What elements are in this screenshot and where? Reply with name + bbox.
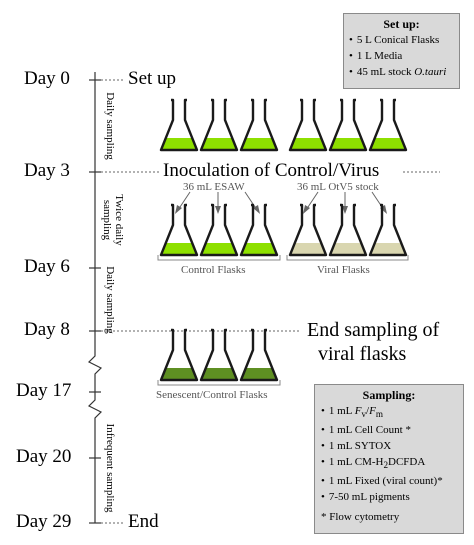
period-infrequent-sampling: Infrequent sampling (104, 423, 116, 513)
sampling-item-fvfm-prefix: 1 mL (328, 405, 355, 417)
flask-setup-5 (328, 98, 368, 152)
timeline-axis (87, 72, 103, 523)
period-twice-daily-line2: sampling (101, 199, 113, 241)
group-senescent-label: Senescent/Control Flasks (156, 389, 268, 401)
flask-outline (368, 203, 408, 257)
period-twice-daily-sampling: Twice daily sampling (101, 194, 125, 245)
sampling-item-fvfm-slash: / (366, 405, 370, 417)
flask-outline (159, 98, 199, 152)
flask-senescent-2 (199, 328, 239, 382)
flask-outline (288, 98, 328, 152)
event-inoculation: Inoculation of Control/Virus (163, 160, 380, 181)
flask-viral-3 (368, 203, 408, 257)
flask-setup-1 (159, 98, 199, 152)
day-20-label: Day 20 (16, 446, 72, 467)
sampling-item-dcfda: 1 mL CM-H2DCFDA (321, 454, 457, 473)
flask-outline (288, 203, 328, 257)
sampling-item-pigments: 7-50 mL pigments (321, 489, 457, 505)
sampling-item-fm-sub: m (375, 409, 383, 420)
sampling-box: Sampling: 1 mL Fv/Fm 1 mL Cell Count * 1… (314, 384, 464, 534)
setup-box-title: Set up: (383, 17, 420, 31)
group-brackets (157, 255, 409, 386)
flask-setup-4 (288, 98, 328, 152)
sampling-item-dcfda-prefix: 1 mL CM-H (328, 456, 384, 469)
flask-outline (368, 98, 408, 152)
flask-liquid (291, 243, 325, 254)
group-control-label: Control Flasks (181, 264, 246, 276)
flask-liquid (202, 368, 236, 379)
viral-addition-label: 36 mL OtV5 stock (297, 181, 379, 193)
flask-senescent-1 (159, 328, 199, 382)
day-29-label: Day 29 (16, 511, 72, 532)
flask-liquid (331, 243, 365, 254)
control-addition-label: 36 mL ESAW (183, 181, 245, 193)
flask-setup-2 (199, 98, 239, 152)
setup-item-flasks: 5 L Conical Flasks (349, 32, 454, 48)
flask-control-3 (239, 203, 279, 257)
sampling-item-fvfm: 1 mL Fv/Fm (321, 403, 457, 422)
setup-box-list: 5 L Conical Flasks 1 L Media 45 mL stock… (349, 32, 454, 80)
flask-liquid (162, 243, 196, 254)
day-17-label: Day 17 (16, 380, 72, 401)
sampling-item-cell-count: 1 mL Cell Count * (321, 422, 457, 438)
flask-control-2 (199, 203, 239, 257)
sampling-item-fv-sub: v (361, 409, 367, 420)
flask-liquid (242, 243, 276, 254)
flask-outline (328, 98, 368, 152)
flask-liquid (202, 138, 236, 149)
flask-outline (239, 98, 279, 152)
flask-outline (159, 328, 199, 382)
period-daily-sampling-2: Daily sampling (104, 266, 116, 334)
flask-outline (328, 203, 368, 257)
group-viral-label: Viral Flasks (317, 264, 370, 276)
flask-liquid (371, 138, 405, 149)
event-end: End (128, 511, 159, 532)
flask-outline (199, 203, 239, 257)
day-6-label: Day 6 (24, 256, 70, 277)
period-twice-daily-line1: Twice daily (113, 194, 125, 246)
flask-outline (239, 328, 279, 382)
flask-viral-2 (328, 203, 368, 257)
day-0-label: Day 0 (24, 68, 70, 89)
flask-liquid (291, 138, 325, 149)
setup-item-stock: 45 mL stock O.tauri (349, 64, 454, 80)
flask-liquid (162, 368, 196, 379)
flask-outline (199, 328, 239, 382)
flask-liquid (331, 138, 365, 149)
flask-liquid (242, 138, 276, 149)
flask-liquid (242, 368, 276, 379)
flask-setup-6 (368, 98, 408, 152)
event-end-sampling-line1: End sampling of (307, 319, 440, 341)
setup-item-stock-species: O.tauri (414, 66, 447, 78)
event-setup: Set up (128, 68, 177, 89)
flask-outline (239, 203, 279, 257)
flask-liquid (371, 243, 405, 254)
flask-setup-3 (239, 98, 279, 152)
flask-control-1 (159, 203, 199, 257)
sampling-item-sytox: 1 mL SYTOX (321, 438, 457, 454)
flask-viral-1 (288, 203, 328, 257)
sampling-item-fm: F (369, 405, 376, 417)
event-end-sampling-line2: viral flasks (318, 343, 407, 365)
timeline-ticks (89, 79, 101, 524)
sampling-item-dcfda-suffix: DCFDA (388, 456, 426, 469)
day-8-label: Day 8 (24, 319, 70, 340)
sampling-item-dcfda-sub: 2 (383, 460, 389, 471)
flask-outline (199, 98, 239, 152)
flask-liquid (202, 243, 236, 254)
sampling-item-fv: F (354, 405, 362, 417)
sampling-box-title: Sampling: (362, 388, 416, 402)
sampling-box-list: 1 mL Fv/Fm 1 mL Cell Count * 1 mL SYTOX … (321, 403, 457, 505)
flask-outline (159, 203, 199, 257)
setup-item-media: 1 L Media (349, 48, 454, 64)
sampling-footnote: * Flow cytometry (321, 511, 400, 524)
flask-liquid (162, 138, 196, 149)
day-3-label: Day 3 (24, 160, 70, 181)
setup-box: Set up: 5 L Conical Flasks 1 L Media 45 … (343, 13, 460, 89)
flask-senescent-3 (239, 328, 279, 382)
sampling-item-fixed: 1 mL Fixed (viral count)* (321, 473, 457, 489)
period-daily-sampling-1: Daily sampling (104, 92, 116, 160)
setup-item-stock-prefix: 45 mL stock (356, 66, 415, 78)
